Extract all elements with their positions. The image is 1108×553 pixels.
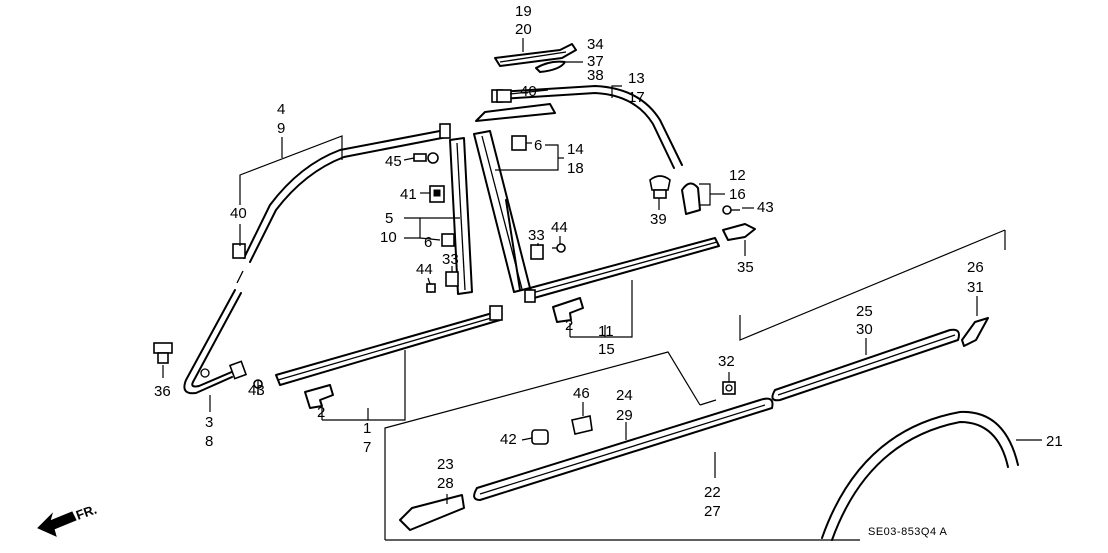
callout-34: 34 — [587, 36, 604, 53]
callout-8: 8 — [205, 433, 213, 450]
callout-10: 10 — [380, 229, 397, 246]
callout-33-right: 33 — [528, 227, 545, 244]
callout-18: 18 — [567, 160, 584, 177]
callout-42: 42 — [500, 431, 517, 448]
clip-36-icon — [153, 342, 173, 364]
clip-33-center-icon — [445, 271, 459, 287]
callout-5: 5 — [385, 210, 393, 227]
callout-labels: 19 20 34 37 38 13 17 40 4 9 6 14 18 45 1… — [154, 3, 1063, 520]
center-pillar-garnish — [449, 137, 473, 295]
callout-19: 19 — [515, 3, 532, 20]
callout-20: 20 — [515, 21, 532, 38]
callout-29: 29 — [616, 407, 633, 424]
clip-6-center-icon — [441, 233, 455, 247]
callout-36: 36 — [154, 383, 171, 400]
callout-17: 17 — [628, 89, 645, 106]
rear-end-cap — [961, 317, 989, 347]
clip-33-right-icon — [530, 244, 544, 260]
callout-12: 12 — [729, 167, 746, 184]
callout-41: 41 — [400, 186, 417, 203]
pillar-gap — [236, 270, 244, 284]
callout-6-upper: 6 — [534, 137, 542, 154]
nut-32-icon — [722, 381, 736, 395]
front-direction-arrow-icon — [37, 511, 77, 537]
diagram-code: SE03-853Q4 A — [868, 526, 948, 538]
screw-45-icon — [413, 152, 439, 164]
panel-outline-upper — [739, 229, 1006, 341]
callout-1: 1 — [363, 420, 371, 437]
callout-26: 26 — [967, 259, 984, 276]
callout-25: 25 — [856, 303, 873, 320]
callout-3: 3 — [205, 414, 213, 431]
rear-corner-molding — [681, 182, 701, 215]
callout-44-center: 44 — [416, 261, 433, 278]
wheel-arch-molding — [821, 410, 1019, 541]
clip-39-icon — [649, 175, 671, 199]
callout-16: 16 — [729, 186, 746, 203]
front-protector-end — [399, 494, 465, 531]
clip-2-front — [304, 384, 334, 409]
direction-label: FR. — [74, 502, 99, 523]
rear-belt-molding — [524, 237, 720, 303]
molding-clip-34 — [535, 60, 566, 73]
a-pillar-lower-molding — [183, 289, 248, 395]
callout-33-center: 33 — [442, 251, 459, 268]
clip-6-upper-icon — [511, 135, 527, 151]
screw-43-right-icon — [722, 205, 740, 215]
callout-27: 27 — [704, 503, 721, 520]
callout-40-left: 40 — [230, 205, 247, 222]
callout-32: 32 — [718, 353, 735, 370]
callout-2-front: 2 — [317, 404, 325, 421]
callout-11: 11 — [598, 323, 614, 340]
callout-31: 31 — [967, 279, 984, 296]
callout-30: 30 — [856, 321, 873, 338]
clip-2-rear — [552, 297, 584, 323]
callout-37: 37 — [587, 53, 604, 70]
door-protector-molding — [473, 397, 774, 501]
callout-39: 39 — [650, 211, 667, 228]
callout-43-right: 43 — [757, 199, 774, 216]
upper-trim-piece — [494, 43, 577, 67]
callout-28: 28 — [437, 475, 454, 492]
clip-40-left-icon — [232, 243, 246, 259]
callout-4: 4 — [277, 101, 285, 118]
garnish-strip — [505, 199, 521, 291]
roof-molding-top-trim — [475, 103, 556, 122]
clip-40-top-icon — [496, 89, 512, 103]
callout-2-rear: 2 — [565, 317, 573, 334]
front-belt-molding — [275, 305, 503, 386]
end-clip-35 — [722, 223, 756, 241]
screw-44-center-icon — [426, 283, 436, 293]
callout-24: 24 — [616, 387, 633, 404]
clip-41-icon — [429, 185, 445, 203]
callout-15: 15 — [598, 341, 615, 358]
callout-40-top: 40 — [520, 83, 537, 100]
callout-46: 46 — [573, 385, 590, 402]
callout-23: 23 — [437, 456, 454, 473]
callout-21: 21 — [1046, 433, 1063, 450]
side-panel-outline — [384, 351, 701, 540]
callout-14: 14 — [567, 141, 584, 158]
callout-13: 13 — [628, 70, 645, 87]
callout-35: 35 — [737, 259, 754, 276]
callout-22: 22 — [704, 484, 721, 501]
callout-6-center: 6 — [424, 234, 432, 251]
callout-45: 45 — [385, 153, 402, 170]
screw-44-right-icon — [552, 243, 566, 253]
callout-38: 38 — [587, 67, 604, 84]
rear-protector-molding — [771, 328, 960, 402]
callout-44-right: 44 — [551, 219, 568, 236]
rear-pillar-garnish — [473, 130, 531, 293]
windshield-molding — [243, 123, 451, 263]
clip-46-icon — [571, 415, 593, 435]
callout-9: 9 — [277, 120, 285, 137]
clip-42-icon — [531, 429, 549, 445]
callout-7: 7 — [363, 439, 371, 456]
leader-lines — [162, 38, 1042, 504]
callout-43-left: 43 — [248, 382, 265, 399]
